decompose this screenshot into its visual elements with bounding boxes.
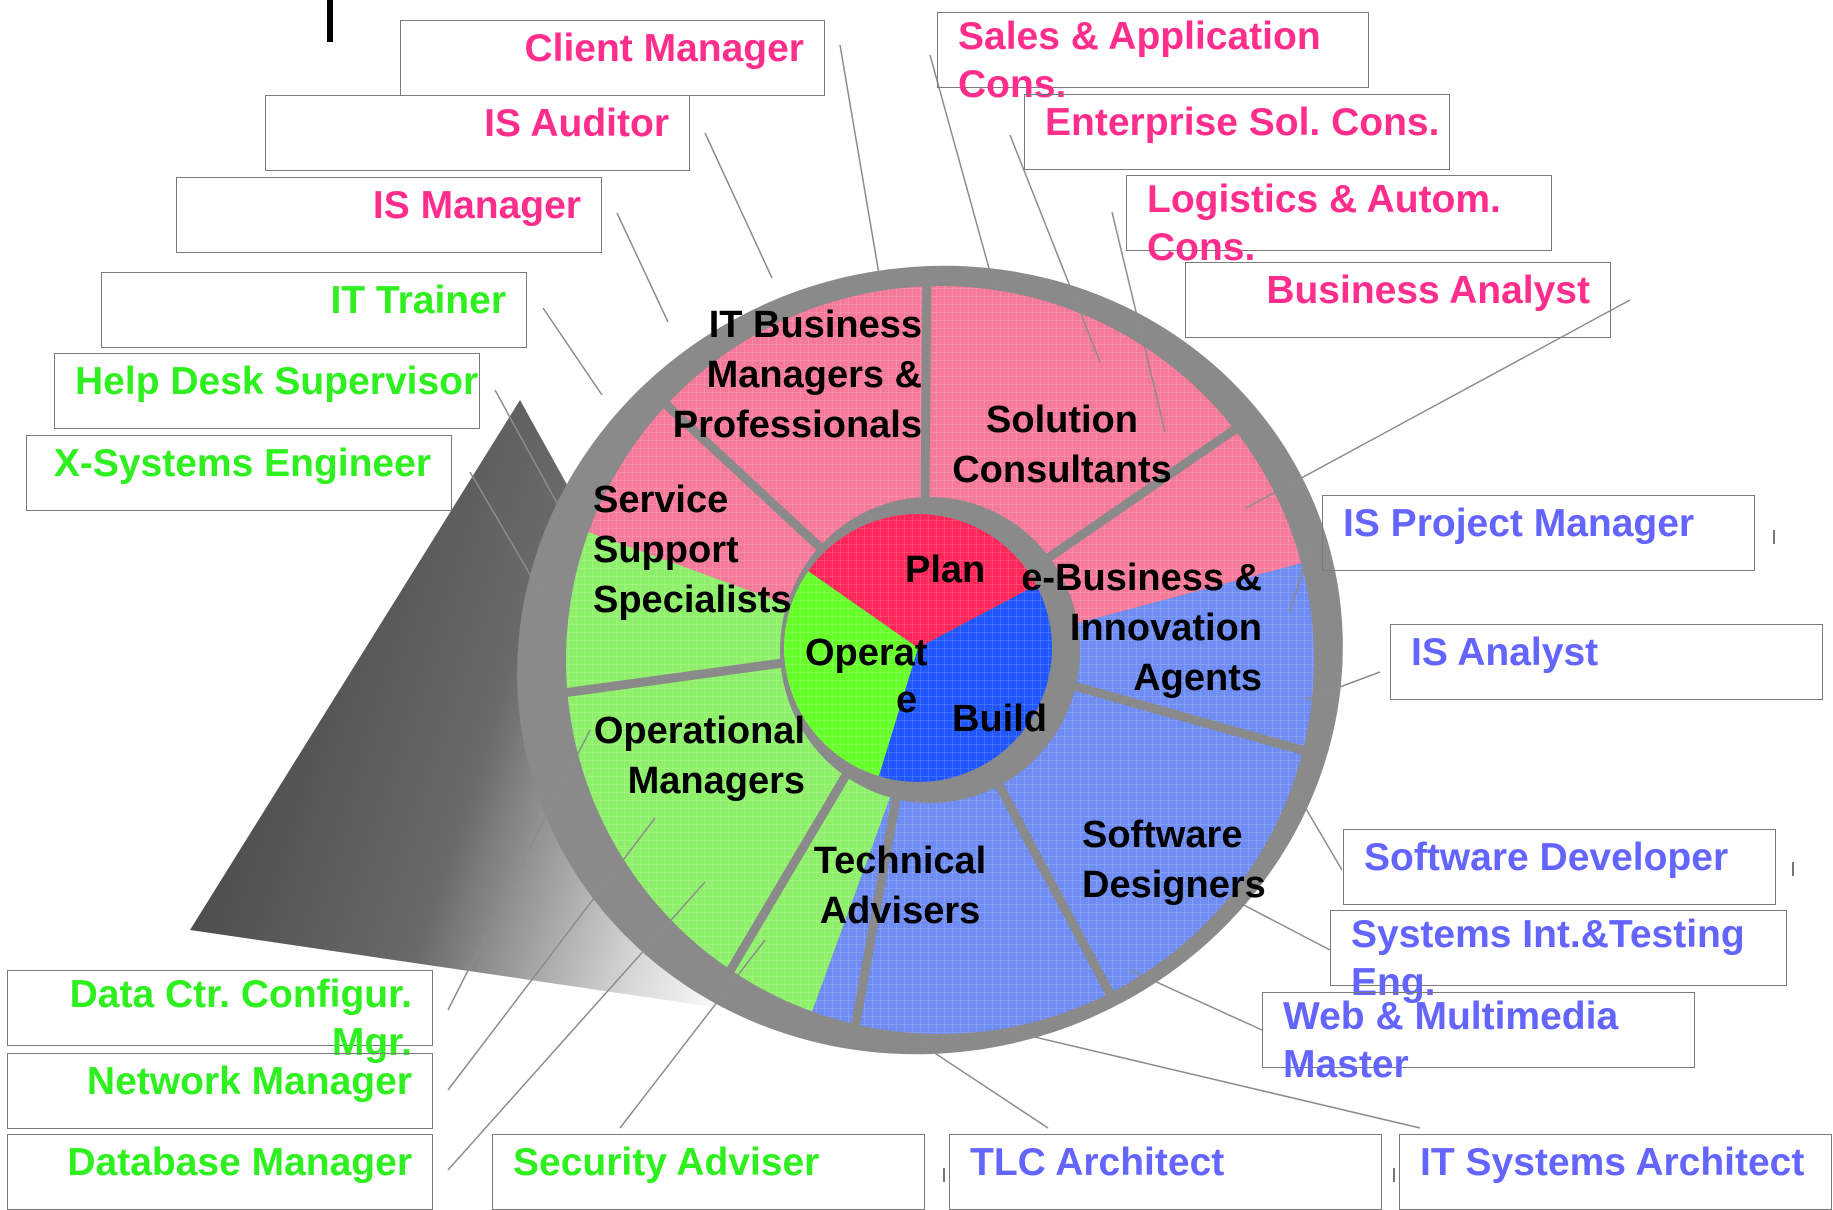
segment-technical-advisers: Technical Advisers (814, 840, 986, 932)
segment-it-business-line2: Managers & (707, 354, 922, 396)
segment-solution-line1: Solution (986, 399, 1138, 441)
divider-8 (562, 658, 787, 698)
label-enterprise-sol-cons: Enterprise Sol. Cons. (1024, 94, 1450, 170)
divider-3 (1041, 423, 1241, 565)
label-database-manager: Database Manager (7, 1134, 433, 1210)
label-client-manager: Client Manager (400, 20, 825, 96)
divider-7 (724, 767, 853, 976)
segment-operational-managers: Operational Managers (594, 710, 805, 802)
core-label-operate-1: Operat (805, 632, 928, 674)
segment-it-business-line3: Professionals (673, 404, 922, 446)
segment-technical-advisers-line1: Technical (814, 840, 986, 882)
stray-tick-3 (943, 1168, 945, 1182)
core-wedge-operate-texture (784, 571, 918, 777)
label-logistics-autom-cons: Logistics & Autom. Cons. (1126, 175, 1552, 269)
label-business-analyst: Business Analyst (1185, 262, 1611, 338)
segment-service-support: Service Support Specialists (593, 479, 792, 621)
label-x-systems-engineer: X-Systems Engineer (26, 435, 452, 511)
segment-solution: Solution Consultants (952, 399, 1172, 491)
core-label-build: Build (952, 698, 1047, 740)
label-data-ctr-configur-mgr: Data Ctr. Configur. Mgr. (7, 970, 433, 1064)
label-tlc-architect: TLC Architect (949, 1134, 1382, 1210)
label-sales-application-cons: Sales & Application Cons. (937, 12, 1369, 106)
divider-6 (850, 790, 902, 1030)
segment-ebusiness-line1: e-Business & (1021, 557, 1262, 599)
divider-1 (660, 398, 828, 555)
label-software-developer: Software Developer (1343, 829, 1776, 905)
core-wedge-plan-texture (808, 514, 1037, 648)
label-systems-int-testing-eng: Systems Int.&Testing Eng. (1330, 910, 1787, 1004)
segment-software-designers: Software Designers (1082, 814, 1266, 906)
wedge-plan-ring-texture (588, 286, 1302, 660)
label-is-project-manager: IS Project Manager (1322, 495, 1755, 571)
segment-software-designers-line1: Software (1082, 814, 1242, 856)
stray-tick-1 (1773, 530, 1775, 544)
label-it-trainer: IT Trainer (101, 272, 527, 348)
core-label-operate-2: e (896, 679, 917, 721)
segment-dividers (562, 282, 1308, 1030)
core-label-plan: Plan (905, 549, 985, 591)
segment-it-business-line1: IT Business (709, 304, 922, 346)
label-is-manager: IS Manager (176, 177, 602, 253)
segment-ebusiness-line2: Innovation (1070, 607, 1262, 649)
core-wedge-build-texture (878, 585, 1052, 782)
label-web-multimedia-master: Web & Multimedia Master (1262, 992, 1695, 1086)
segment-service-support-line1: Service (593, 479, 728, 521)
label-security-adviser: Security Adviser (492, 1134, 925, 1210)
divider-5 (991, 777, 1116, 999)
segment-technical-advisers-line2: Advisers (820, 890, 981, 932)
segment-operational-managers-line2: Managers (628, 760, 805, 802)
label-help-desk-supervisor: Help Desk Supervisor (54, 353, 480, 429)
stray-tick-2 (1792, 862, 1794, 876)
segment-operational-managers-line1: Operational (594, 710, 805, 752)
segment-ebusiness-line3: Agents (1133, 657, 1262, 699)
segment-solution-line2: Consultants (952, 449, 1172, 491)
segment-service-support-line3: Specialists (593, 579, 792, 621)
core-pie (784, 514, 1052, 782)
label-is-analyst: IS Analyst (1390, 624, 1823, 700)
label-it-systems-architect: IT Systems Architect (1399, 1134, 1832, 1210)
segment-software-designers-line2: Designers (1082, 864, 1266, 906)
divider-2 (920, 282, 932, 506)
leader-lines (327, 0, 1631, 1171)
divider-4 (1069, 680, 1308, 756)
label-is-auditor: IS Auditor (265, 95, 690, 171)
segment-ebusiness: e-Business & Innovation Agents (1021, 557, 1262, 699)
label-network-manager: Network Manager (7, 1053, 433, 1129)
segment-it-business: IT Business Managers & Professionals (673, 304, 922, 446)
segment-service-support-line2: Support (593, 529, 739, 571)
stray-tick-4 (1393, 1168, 1395, 1182)
